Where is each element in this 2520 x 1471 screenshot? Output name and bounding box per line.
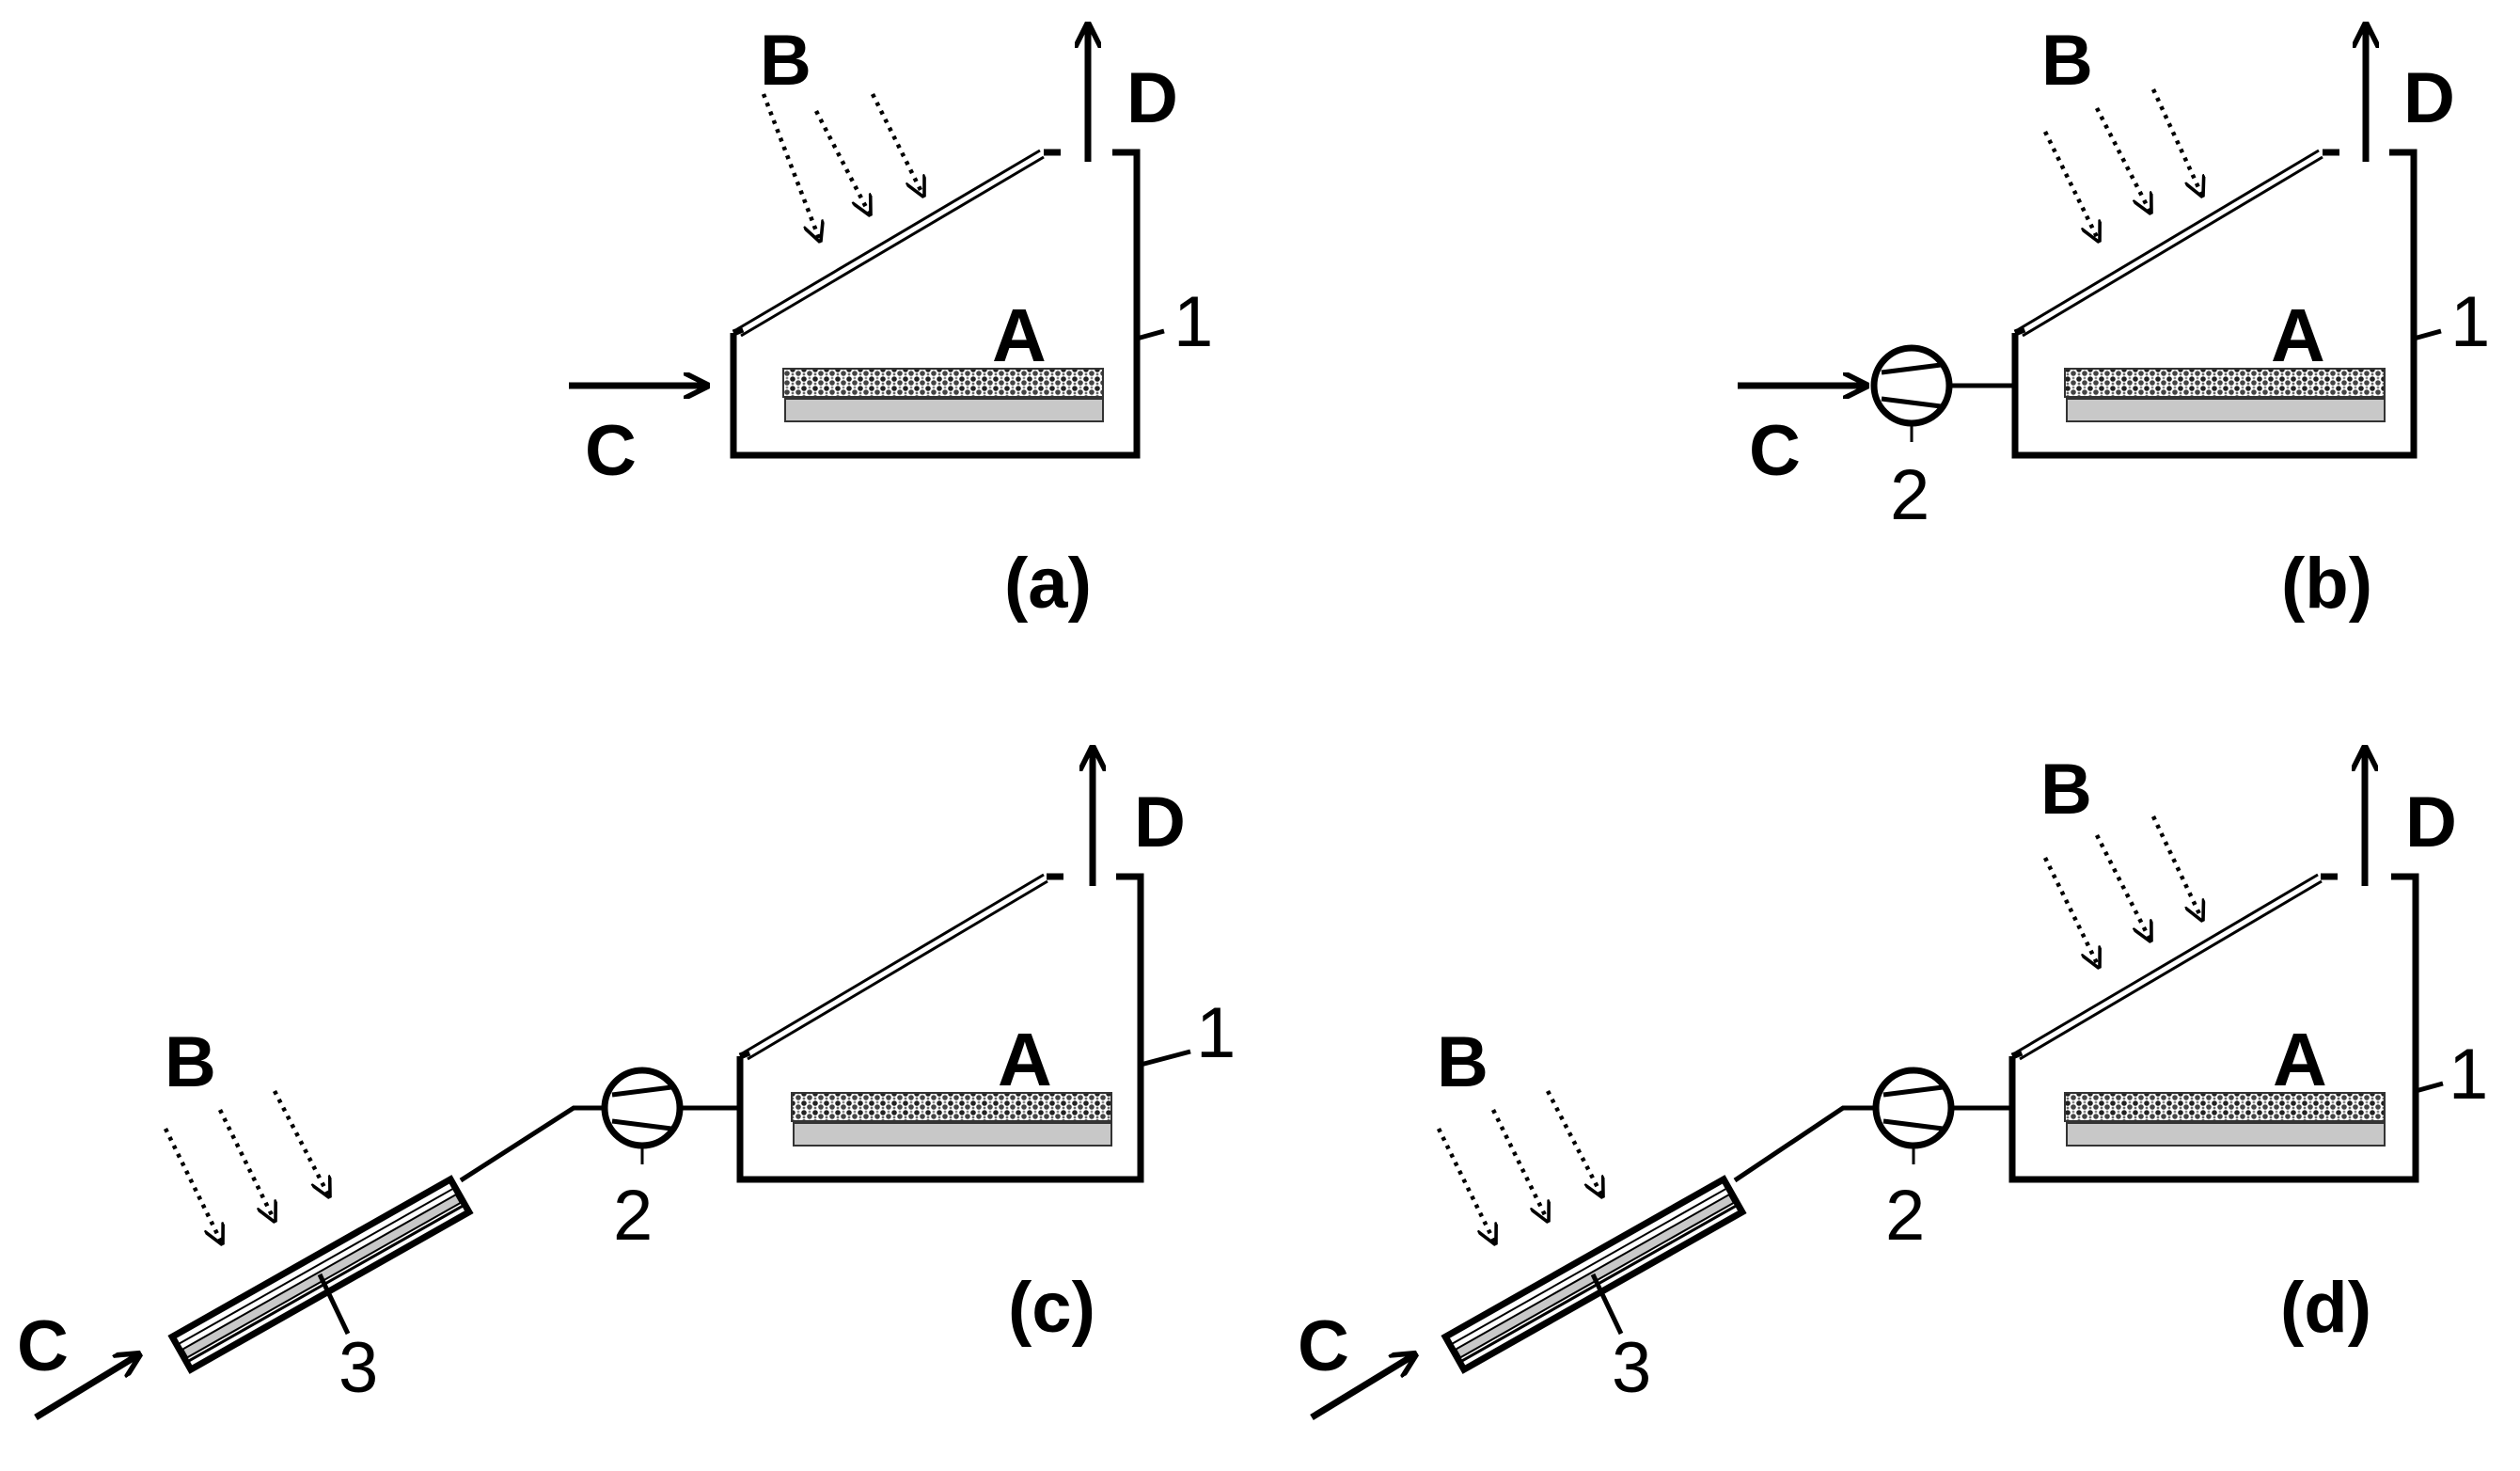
- caption-c: (c): [1008, 1268, 1095, 1348]
- label-A: A: [992, 293, 1047, 377]
- label-1: 1: [1196, 993, 1236, 1073]
- inlet-arrow: [34, 1354, 139, 1420]
- panel-b: A B C D 1 2 (b): [1738, 21, 2490, 624]
- label-1: 1: [1173, 282, 1213, 362]
- label-2: 2: [1890, 455, 1929, 535]
- panel-a: A B C D 1 (a): [569, 21, 1213, 624]
- label-D: D: [1126, 58, 1178, 138]
- collector-duct: [459, 1105, 605, 1183]
- drying-chamber: [2008, 873, 2419, 1183]
- glazing-cover: [736, 149, 1045, 338]
- leader-1: [2415, 1081, 2444, 1094]
- label-1: 1: [2450, 282, 2490, 362]
- label-B: B: [2041, 21, 2093, 101]
- label-A: A: [2273, 1018, 2327, 1101]
- label-D: D: [2403, 58, 2455, 138]
- leader-1: [1136, 328, 1165, 341]
- panel-d: A B B C D 1 2 3 (d): [1298, 748, 2488, 1420]
- caption-a: (a): [1004, 544, 1092, 624]
- glazing-cover: [2015, 873, 2323, 1061]
- caption-d: (d): [2280, 1268, 2371, 1348]
- leader-3: [1590, 1273, 1624, 1336]
- fan: [1872, 1067, 1955, 1164]
- leader-1: [2413, 328, 2442, 341]
- label-B-collector: B: [1437, 1022, 1488, 1102]
- solar-radiation-arrows: [761, 92, 923, 241]
- label-D: D: [2405, 783, 2457, 862]
- drying-chamber: [736, 873, 1144, 1183]
- drying-tray: [2064, 1092, 2386, 1147]
- label-C: C: [1298, 1306, 1349, 1386]
- label-B: B: [760, 21, 811, 101]
- caption-b: (b): [2281, 544, 2372, 624]
- label-C: C: [1749, 411, 1801, 491]
- solar-radiation-arrows-collector: [1436, 1089, 1602, 1243]
- label-C: C: [17, 1306, 69, 1386]
- label-3: 3: [1612, 1328, 1651, 1408]
- drying-tray: [782, 368, 1104, 422]
- label-D: D: [1134, 783, 1186, 862]
- label-B: B: [165, 1022, 216, 1102]
- drying-chamber: [730, 149, 1141, 459]
- label-2: 2: [613, 1176, 653, 1256]
- leader-3: [317, 1273, 351, 1336]
- fan: [601, 1067, 684, 1164]
- drying-tray: [791, 1092, 1112, 1147]
- label-2: 2: [1885, 1176, 1925, 1256]
- label-A: A: [998, 1018, 1052, 1101]
- fan: [1870, 344, 1953, 442]
- glazing-cover: [2018, 149, 2323, 338]
- drying-chamber: [2011, 149, 2418, 459]
- collector-duct: [1733, 1105, 1876, 1183]
- leader-1: [1140, 1049, 1191, 1068]
- label-B-chamber: B: [2040, 750, 2092, 830]
- solar-radiation-arrows-chamber: [2042, 815, 2202, 967]
- label-A: A: [2271, 293, 2325, 377]
- inlet-arrow: [1310, 1354, 1415, 1420]
- solar-radiation-arrows: [163, 1089, 329, 1243]
- label-C: C: [585, 411, 637, 491]
- drying-tray: [2064, 368, 2386, 422]
- glazing-cover: [743, 873, 1048, 1061]
- panel-c: A B C D 1 2 3 (c): [17, 748, 1236, 1420]
- label-3: 3: [339, 1328, 378, 1408]
- solar-radiation-arrows: [2042, 88, 2202, 241]
- label-1: 1: [2449, 1035, 2488, 1115]
